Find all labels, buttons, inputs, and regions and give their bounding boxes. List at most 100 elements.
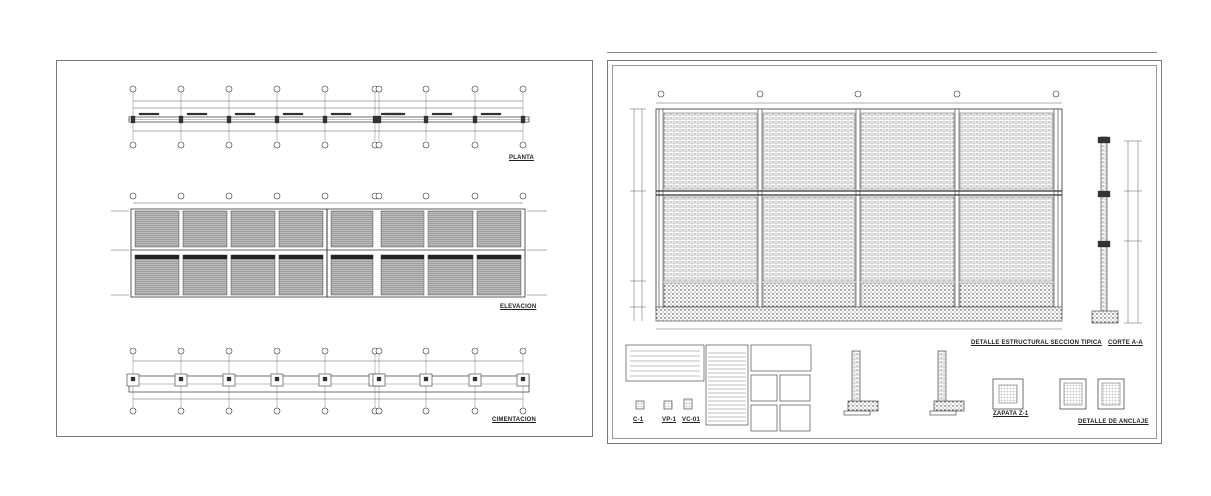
plan-annotation-tag bbox=[186, 112, 208, 116]
sheet2-inner-frame bbox=[612, 65, 1157, 439]
masonry-panel-lower bbox=[663, 196, 758, 282]
c1-title-text: C-1 bbox=[633, 417, 644, 423]
grid-bubble-found bbox=[225, 347, 233, 355]
elevation-panel-upper bbox=[230, 210, 276, 248]
elevation-beam-band bbox=[476, 254, 522, 260]
elevation-panel-upper bbox=[330, 210, 374, 248]
cimentacion-title: CIMENTACION bbox=[492, 417, 536, 423]
elevation-outline bbox=[130, 208, 526, 298]
anclaje-rebar-1 bbox=[1063, 382, 1083, 406]
grid-bubble-top bbox=[519, 85, 527, 93]
vc-section bbox=[683, 398, 693, 410]
detail-column bbox=[658, 108, 664, 310]
grid-bubble-detail bbox=[756, 90, 764, 98]
grid-bubble-top bbox=[321, 85, 329, 93]
grid-bubble-found bbox=[519, 347, 527, 355]
zapata-rebar bbox=[998, 384, 1018, 404]
grid-bubble-detail bbox=[1052, 90, 1060, 98]
masonry-panel-upper bbox=[663, 112, 758, 190]
grid-bubble-bottom bbox=[422, 141, 430, 149]
footing-column bbox=[274, 376, 280, 382]
sheet2-drawing bbox=[625, 90, 1142, 432]
grid-bubble-elev bbox=[321, 192, 329, 200]
grid-bubble-found bbox=[375, 347, 383, 355]
zapata-outline bbox=[992, 378, 1024, 410]
section-beam bbox=[1097, 190, 1111, 198]
section-beam bbox=[1097, 136, 1111, 144]
plan-annotation-tag bbox=[234, 112, 256, 116]
plan-column bbox=[274, 115, 280, 124]
grid-bubble-elev bbox=[225, 192, 233, 200]
grid-bubble-detail bbox=[657, 90, 665, 98]
sheet1-drawing bbox=[111, 85, 547, 415]
anclaje-outline-2 bbox=[1097, 378, 1125, 410]
grid-bubble-top bbox=[375, 85, 383, 93]
grid-bubble-top bbox=[129, 85, 137, 93]
wall-detail-base bbox=[929, 410, 957, 416]
sheet-structural-detail: DETALLE ESTRUCTURAL SECCION TIPICA CORTE… bbox=[607, 60, 1162, 444]
grid-bubble-found-bottom bbox=[471, 407, 479, 415]
vp-section bbox=[663, 400, 673, 410]
footing-column bbox=[472, 376, 478, 382]
elevation-panel-lower bbox=[380, 254, 425, 296]
masonry-panel-lower bbox=[959, 196, 1054, 282]
grid-bubble-found bbox=[471, 347, 479, 355]
detail-column bbox=[855, 108, 861, 310]
elevation-panel-upper bbox=[182, 210, 228, 248]
grid-bubble-bottom bbox=[129, 141, 137, 149]
grid-bubble-found-bottom bbox=[177, 407, 185, 415]
grid-bubble-bottom bbox=[471, 141, 479, 149]
wall-detail-footing bbox=[847, 400, 879, 412]
detalle-title: DETALLE ESTRUCTURAL SECCION TIPICA bbox=[971, 340, 1102, 346]
grid-bubble-elev bbox=[375, 192, 383, 200]
vc-title: VC-01 bbox=[682, 417, 700, 423]
grid-bubble-elev bbox=[471, 192, 479, 200]
grid-bubble-detail bbox=[953, 90, 961, 98]
grid-bubble-elev bbox=[519, 192, 527, 200]
corte-title-text: CORTE A-A bbox=[1108, 340, 1143, 346]
plan-column bbox=[472, 115, 478, 124]
planta-title: PLANTA bbox=[509, 155, 534, 161]
grid-bubble-found bbox=[321, 347, 329, 355]
footing-column bbox=[423, 376, 429, 382]
foundation-gravel bbox=[663, 282, 758, 308]
planta-title-text: PLANTA bbox=[509, 155, 535, 161]
vp-title: VP-1 bbox=[662, 417, 676, 423]
plan-column bbox=[322, 115, 328, 124]
elevacion-title: ELEVACION bbox=[500, 304, 536, 310]
corte-title: CORTE A-A bbox=[1108, 340, 1143, 346]
foundation-gravel bbox=[762, 282, 856, 308]
plan-annotation-tag bbox=[480, 112, 502, 116]
grid-bubble-detail bbox=[854, 90, 862, 98]
elevation-beam-band bbox=[230, 254, 276, 260]
plan-column bbox=[178, 115, 184, 124]
section-wall bbox=[1100, 136, 1108, 322]
masonry-panel-upper bbox=[762, 112, 856, 190]
zapata-title: ZAPATA Z-1 bbox=[993, 411, 1028, 417]
plan-annotation-tag bbox=[282, 112, 304, 116]
elevation-panel-lower bbox=[427, 254, 474, 296]
elevation-panel-lower bbox=[476, 254, 522, 296]
grid-bubble-bottom bbox=[375, 141, 383, 149]
wall-detail-footing bbox=[933, 400, 965, 412]
elevation-panel-upper bbox=[476, 210, 522, 248]
footing-column bbox=[178, 376, 184, 382]
anclaje-title: DETALLE DE ANCLAJE bbox=[1078, 419, 1149, 425]
detail-box-2 bbox=[779, 374, 811, 402]
grid-bubble-found-bottom bbox=[273, 407, 281, 415]
elevation-beam-band bbox=[380, 254, 425, 260]
c1-title: C-1 bbox=[633, 417, 643, 423]
elevacion-title-text: ELEVACION bbox=[500, 304, 537, 310]
footing-column bbox=[322, 376, 328, 382]
elevation-panel-lower bbox=[134, 254, 180, 296]
grid-bubble-bottom bbox=[177, 141, 185, 149]
detail-footing bbox=[655, 306, 1063, 322]
plan-column bbox=[423, 115, 429, 124]
plan-column bbox=[372, 115, 378, 124]
zapata-title-text: ZAPATA Z-1 bbox=[993, 411, 1029, 417]
detalle-title-text: DETALLE ESTRUCTURAL SECCION TIPICA bbox=[971, 340, 1102, 346]
elevation-beam-band bbox=[134, 254, 180, 260]
detail-box-1 bbox=[750, 374, 778, 402]
detail-column bbox=[1053, 108, 1059, 310]
grid-bubble-top bbox=[225, 85, 233, 93]
